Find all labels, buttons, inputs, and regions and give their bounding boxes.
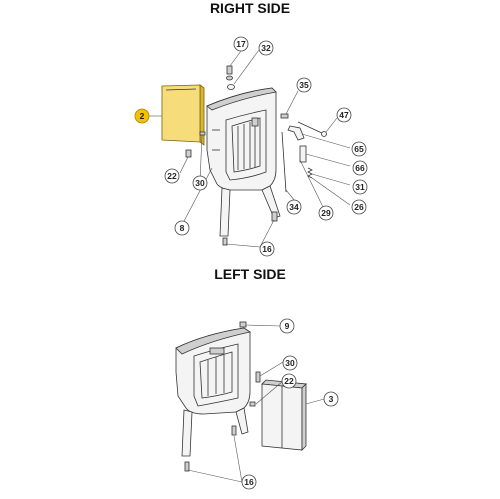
callout-17: 17 bbox=[233, 36, 249, 52]
callout-3: 3 bbox=[323, 391, 339, 407]
callout-22-left: 22 bbox=[281, 373, 297, 389]
callout-9: 9 bbox=[279, 318, 295, 334]
callout-2: 2 bbox=[134, 108, 150, 124]
right-side-leaders bbox=[149, 49, 351, 248]
left-side-panel-part-3 bbox=[261, 379, 307, 451]
svg-text:31: 31 bbox=[355, 182, 365, 192]
right-side-hardware bbox=[185, 65, 327, 246]
svg-text:66: 66 bbox=[355, 163, 365, 173]
svg-text:17: 17 bbox=[236, 39, 246, 49]
svg-text:9: 9 bbox=[285, 321, 290, 331]
svg-text:35: 35 bbox=[299, 80, 309, 90]
svg-text:8: 8 bbox=[180, 223, 185, 233]
callout-66: 66 bbox=[352, 160, 368, 176]
callout-16: 16 bbox=[259, 241, 275, 257]
svg-text:32: 32 bbox=[261, 43, 271, 53]
left-side-frame-part-9 bbox=[175, 327, 252, 457]
left-side-leaders bbox=[187, 324, 325, 483]
callout-30: 30 bbox=[192, 175, 208, 191]
svg-text:65: 65 bbox=[354, 144, 364, 154]
svg-text:29: 29 bbox=[321, 208, 331, 218]
callout-65: 65 bbox=[351, 141, 367, 157]
callout-34: 34 bbox=[286, 199, 302, 215]
left-side-hardware bbox=[184, 321, 261, 472]
callout-47: 47 bbox=[336, 107, 352, 123]
svg-text:16: 16 bbox=[244, 477, 254, 487]
svg-text:2: 2 bbox=[140, 111, 145, 121]
callout-29: 29 bbox=[318, 205, 334, 221]
svg-text:47: 47 bbox=[339, 110, 349, 120]
right-side-frame-part-8 bbox=[206, 87, 281, 237]
svg-text:22: 22 bbox=[284, 376, 294, 386]
callout-31: 31 bbox=[352, 179, 368, 195]
left-side-heading: LEFT SIDE bbox=[214, 266, 286, 282]
callout-35: 35 bbox=[296, 77, 312, 93]
svg-text:3: 3 bbox=[329, 394, 334, 404]
right-side-panel-part-2 bbox=[161, 84, 205, 146]
callout-30-left: 30 bbox=[282, 355, 298, 371]
callout-8: 8 bbox=[174, 220, 190, 236]
svg-text:22: 22 bbox=[167, 171, 177, 181]
svg-text:30: 30 bbox=[285, 358, 295, 368]
callout-32: 32 bbox=[258, 40, 274, 56]
svg-text:26: 26 bbox=[354, 202, 364, 212]
callout-16-left: 16 bbox=[241, 474, 257, 490]
svg-text:34: 34 bbox=[289, 202, 299, 212]
right-side-heading: RIGHT SIDE bbox=[210, 0, 290, 16]
callout-22: 22 bbox=[164, 168, 180, 184]
svg-text:16: 16 bbox=[262, 244, 272, 254]
svg-text:30: 30 bbox=[195, 178, 205, 188]
callout-26: 26 bbox=[351, 199, 367, 215]
